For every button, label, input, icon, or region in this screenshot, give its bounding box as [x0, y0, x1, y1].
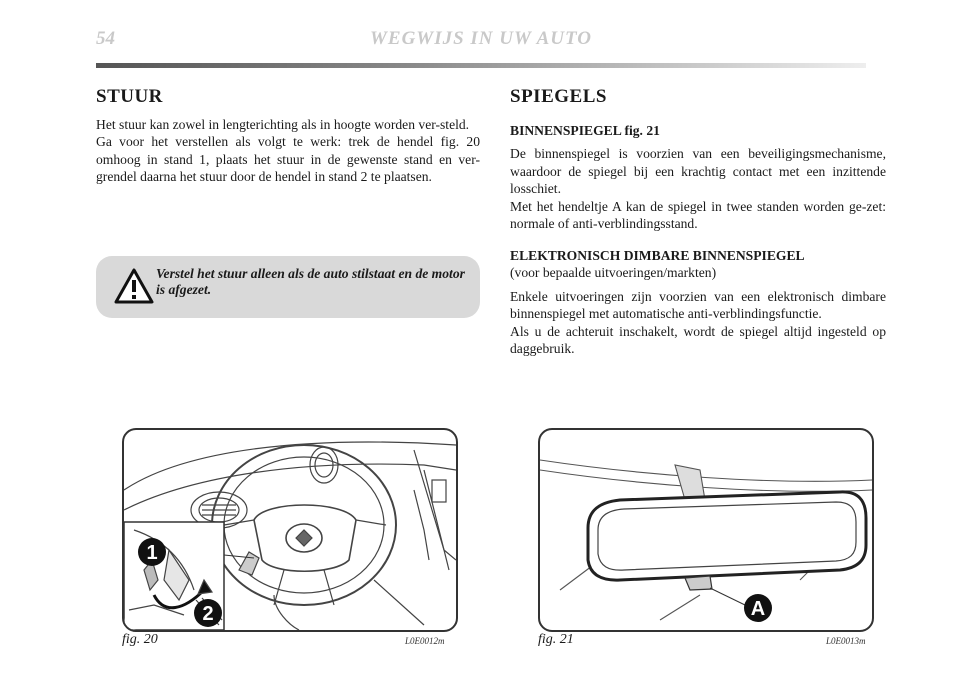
callout-a: A — [744, 594, 772, 622]
warning-triangle-icon — [114, 268, 154, 304]
subheading-note: (voor bepaalde uitvoeringen/markten) — [510, 265, 717, 280]
right-column: SPIEGELS BINNENSPIEGEL fig. 21 De binnen… — [510, 86, 886, 368]
running-title: WEGWIJS IN UW AUTO — [370, 28, 592, 49]
figure-21-caption: fig. 21 — [538, 632, 574, 647]
page-header: 54 WEGWIJS IN UW AUTO — [96, 28, 866, 58]
header-rule — [96, 63, 866, 68]
svg-text:1: 1 — [146, 542, 157, 564]
steering-illustration: 1 2 — [124, 441, 456, 630]
figure-20-caption: fig. 20 — [122, 632, 158, 647]
mirror-illustration: A — [540, 459, 872, 622]
figure-steering-wheel: 1 2 — [122, 428, 458, 632]
spiegels-paragraph-1: De binnenspiegel is voorzien van een bev… — [510, 146, 886, 196]
figure-20-code: L0E0012m — [405, 636, 445, 646]
warning-box: Verstel het stuur alleen als de auto sti… — [96, 256, 480, 318]
svg-text:A: A — [751, 598, 765, 620]
figure-rearview-mirror: A — [538, 428, 874, 632]
figure-21-code: L0E0013m — [826, 636, 866, 646]
section-title-spiegels: SPIEGELS — [510, 86, 607, 107]
stuur-paragraph-2: Ga voor het verstellen als volgt te werk… — [96, 134, 480, 184]
spiegels-paragraph-3: Enkele uitvoeringen zijn voorzien van ee… — [510, 288, 886, 322]
spiegels-paragraph-4: Als u de achteruit inschakelt, wordt de … — [510, 323, 886, 357]
callout-1: 1 — [138, 538, 166, 566]
spiegels-paragraph-2: Met het hendeltje A kan de spiegel in tw… — [510, 198, 886, 232]
page-number: 54 — [96, 28, 115, 49]
warning-text: Verstel het stuur alleen als de auto sti… — [156, 266, 465, 297]
svg-text:2: 2 — [202, 603, 213, 625]
subheading-binnenspiegel: BINNENSPIEGEL fig. 21 — [510, 122, 660, 138]
section-title-stuur: STUUR — [96, 86, 163, 107]
left-column: STUUR Het stuur kan zowel in lengtericht… — [96, 86, 480, 196]
callout-2: 2 — [194, 599, 222, 627]
subheading-elektronisch: ELEKTRONISCH DIMBARE BINNENSPIEGEL — [510, 247, 805, 263]
stuur-paragraph-1: Het stuur kan zowel in lengterichting al… — [96, 116, 470, 132]
